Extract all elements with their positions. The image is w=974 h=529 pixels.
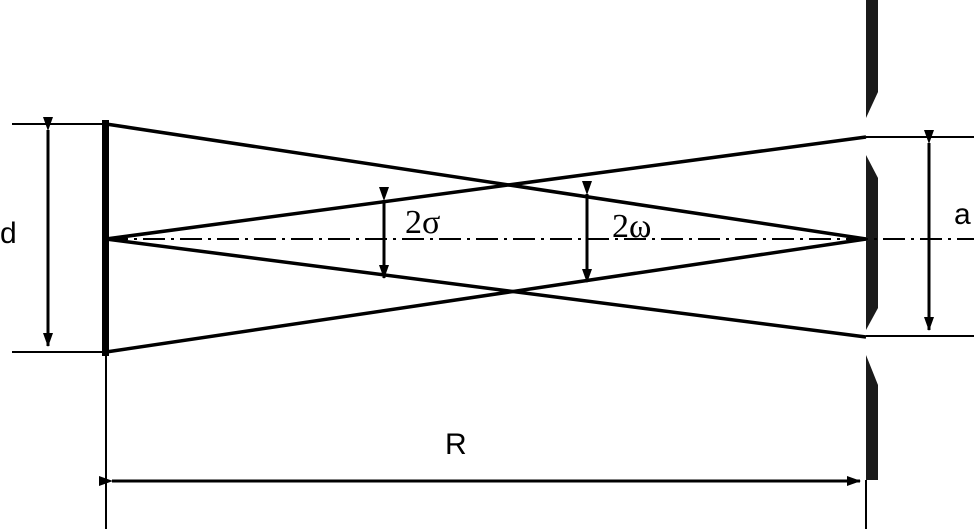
screen-with-aperture xyxy=(866,0,878,480)
label-d: d xyxy=(0,217,17,250)
label-2omega: 2ω xyxy=(612,208,651,245)
label-a: a xyxy=(954,198,971,231)
label-2sigma: 2σ xyxy=(405,204,440,241)
rays xyxy=(105,122,867,354)
label-R: R xyxy=(445,428,467,461)
source-plate xyxy=(102,120,109,356)
